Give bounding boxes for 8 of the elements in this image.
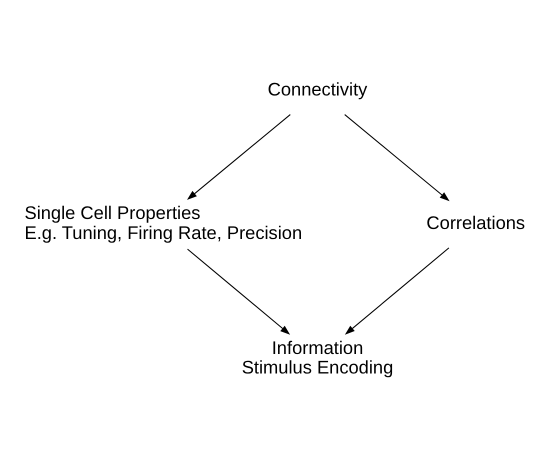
arrow	[344, 114, 450, 202]
arrow	[344, 248, 450, 335]
arrow	[187, 114, 291, 200]
node-text: Connectivity	[268, 78, 368, 100]
node-text: Single Cell Properties E.g. Tuning, Firing Rate, Precision	[24, 202, 302, 243]
node-text: Correlations	[426, 212, 526, 234]
node-text: Information Stimulus Encoding	[242, 336, 394, 378]
arrow	[187, 248, 290, 335]
